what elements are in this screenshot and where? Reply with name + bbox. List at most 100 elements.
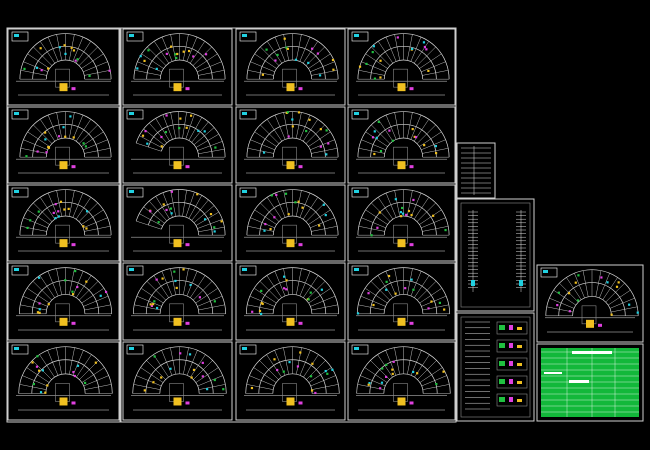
fixture-symbol xyxy=(319,145,322,148)
fixture-symbol xyxy=(108,69,111,72)
fixture-symbol xyxy=(165,208,168,212)
room-partition xyxy=(310,375,336,387)
room-partition xyxy=(161,36,173,62)
fixture-symbol xyxy=(220,220,223,223)
room-partition xyxy=(170,268,176,295)
fixture-symbol xyxy=(71,293,75,296)
fixture-symbol xyxy=(371,50,374,54)
fixture-symbol xyxy=(391,139,394,142)
fixture-symbol xyxy=(170,190,173,193)
fixture-symbol xyxy=(73,374,76,378)
fixture-symbol xyxy=(294,58,298,61)
fixture-symbol xyxy=(206,388,209,391)
fixture-symbol xyxy=(286,47,289,50)
floor-plan-sheet xyxy=(235,262,346,341)
room-partition xyxy=(81,209,104,225)
fixture-symbol xyxy=(391,368,394,371)
fixture-symbol xyxy=(47,67,50,70)
room-partition xyxy=(20,148,47,154)
room-partition xyxy=(421,375,447,387)
sheet-border xyxy=(122,341,233,421)
fixture-symbol xyxy=(104,290,108,294)
fixture-symbol xyxy=(165,114,168,117)
fixture-symbol xyxy=(143,59,146,62)
room-partition xyxy=(410,271,422,296)
fixture-symbol xyxy=(311,47,314,50)
floor-plan-sheet xyxy=(122,341,233,421)
room-partition xyxy=(259,360,279,380)
fixture-symbol xyxy=(416,372,419,375)
title-block-icon xyxy=(239,187,257,198)
fixture-symbol xyxy=(36,355,39,358)
inner-arc-wall xyxy=(45,215,86,236)
core-equipment xyxy=(409,165,414,169)
room-partition xyxy=(599,273,610,298)
fixture-symbol xyxy=(287,213,290,216)
inner-arc-wall xyxy=(272,137,313,158)
north-arrow-icon xyxy=(354,268,359,271)
room-partition xyxy=(302,41,319,64)
room-partition xyxy=(305,124,325,144)
fixture-symbol xyxy=(377,120,380,124)
fixture-symbol xyxy=(175,56,178,60)
fixture-symbol xyxy=(31,361,34,364)
room-partition xyxy=(283,190,290,217)
north-arrow-icon xyxy=(242,112,247,115)
fixture-symbol xyxy=(372,45,375,48)
fixture-symbol xyxy=(150,304,153,308)
fixture-symbol xyxy=(412,370,415,374)
room-partition xyxy=(69,268,75,295)
room-partition xyxy=(247,226,274,232)
floor-plan-sheet xyxy=(347,262,456,341)
room-partition xyxy=(84,148,111,154)
system-symbol xyxy=(509,379,513,384)
room-partition xyxy=(188,195,202,219)
sheet-border xyxy=(347,106,456,184)
room-partition xyxy=(178,111,180,139)
room-partition xyxy=(198,70,225,76)
room-partition xyxy=(22,295,48,307)
north-arrow-icon xyxy=(14,34,19,37)
fixture-symbol xyxy=(273,216,276,219)
fixture-symbol xyxy=(379,387,382,390)
room-partition xyxy=(155,118,170,141)
fixture-symbol xyxy=(160,135,163,139)
title-block-icon xyxy=(239,31,257,42)
fixture-symbol xyxy=(309,375,313,378)
fixture-symbol xyxy=(146,142,149,145)
room-partition xyxy=(416,202,436,222)
fixture-symbol xyxy=(170,212,173,215)
room-partition xyxy=(84,384,112,390)
room-partition xyxy=(385,192,397,218)
north-arrow-icon xyxy=(129,112,134,115)
room-partition xyxy=(137,61,162,73)
core-equipment xyxy=(71,401,76,405)
sheet-border xyxy=(235,262,346,341)
room-partition xyxy=(197,295,223,307)
floor-plan-sheet xyxy=(7,184,120,262)
room-partition xyxy=(198,304,225,311)
room-partition xyxy=(553,289,577,306)
system-symbol xyxy=(499,397,505,402)
legend-sheet xyxy=(536,343,644,422)
fixture-symbol xyxy=(203,130,206,133)
fixture-symbol xyxy=(164,130,167,134)
system-symbol xyxy=(517,381,522,384)
room-partition xyxy=(75,197,92,220)
fixture-symbol xyxy=(385,363,388,366)
floor-plan-sheet xyxy=(7,341,120,421)
room-partition xyxy=(422,148,449,154)
room-partition xyxy=(311,384,339,390)
inner-arc-wall xyxy=(45,294,86,314)
room-partition xyxy=(182,34,189,61)
room-partition xyxy=(605,282,625,303)
fixture-symbol xyxy=(213,226,216,229)
room-partition xyxy=(183,347,189,375)
room-partition xyxy=(247,148,274,154)
fixture-symbol xyxy=(213,230,216,233)
north-arrow-icon xyxy=(242,268,247,271)
fixture-symbol xyxy=(74,59,77,62)
fixture-symbol xyxy=(322,203,325,206)
room-partition xyxy=(306,280,326,301)
title-block-icon xyxy=(126,187,144,198)
